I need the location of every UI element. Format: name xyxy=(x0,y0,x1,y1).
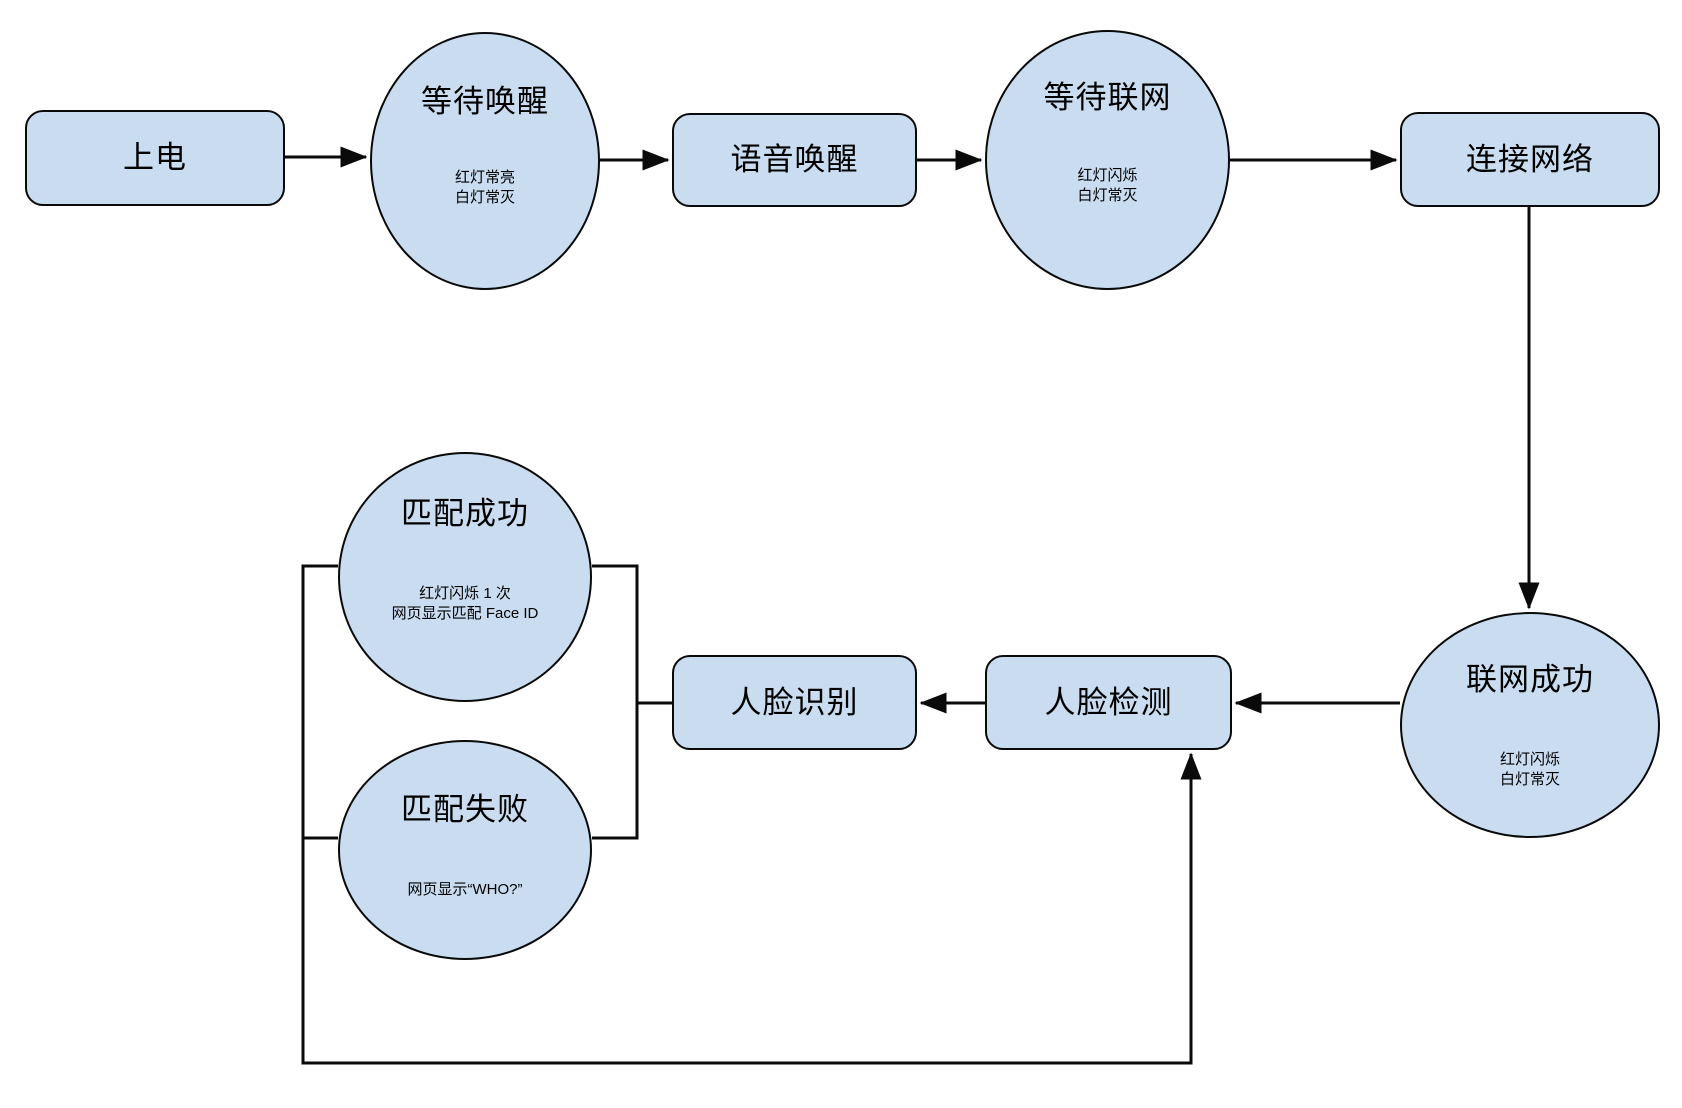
node-power-on-label: 上电 xyxy=(123,140,187,176)
node-power-on[interactable]: 上电 xyxy=(25,110,285,206)
node-match-success-sub: 红灯闪烁 1 次 网页显示匹配 Face ID xyxy=(391,584,539,622)
node-face-detect[interactable]: 人脸检测 xyxy=(985,655,1232,750)
node-match-success-label: 匹配成功 xyxy=(401,496,529,531)
node-network-success-sub: 红灯闪烁 白灯常灭 xyxy=(1499,750,1560,788)
node-face-recognize[interactable]: 人脸识别 xyxy=(672,655,917,750)
edge-face-recognize-branch xyxy=(592,564,672,705)
node-wait-network[interactable]: 等待联网 红灯闪烁 白灯常灭 xyxy=(985,30,1230,290)
node-network-success-label: 联网成功 xyxy=(1466,662,1594,697)
node-match-fail[interactable]: 匹配失败 网页显示“WHO?” xyxy=(338,740,592,960)
node-match-success[interactable]: 匹配成功 红灯闪烁 1 次 网页显示匹配 Face ID xyxy=(338,452,592,702)
node-face-recognize-label: 人脸识别 xyxy=(730,684,859,720)
node-connect-network-label: 连接网络 xyxy=(1466,141,1594,177)
node-wait-wake[interactable]: 等待唤醒 红灯常亮 白灯常灭 xyxy=(370,32,600,290)
node-voice-wake[interactable]: 语音唤醒 xyxy=(672,113,917,207)
edge-match-left-bracket xyxy=(301,564,338,840)
node-connect-network[interactable]: 连接网络 xyxy=(1400,112,1660,207)
node-wait-wake-label: 等待唤醒 xyxy=(421,84,549,119)
edge-face-recognize-branch-fail xyxy=(592,703,639,840)
node-voice-wake-label: 语音唤醒 xyxy=(730,142,859,178)
node-match-fail-sub: 网页显示“WHO?” xyxy=(407,880,523,898)
node-face-detect-label: 人脸检测 xyxy=(1044,684,1173,720)
node-match-fail-label: 匹配失败 xyxy=(401,792,529,827)
node-wait-network-label: 等待联网 xyxy=(1043,80,1172,115)
node-wait-wake-sub: 红灯常亮 白灯常灭 xyxy=(454,168,515,206)
node-wait-network-sub: 红灯闪烁 白灯常灭 xyxy=(1077,166,1138,204)
node-network-success[interactable]: 联网成功 红灯闪烁 白灯常灭 xyxy=(1400,612,1660,838)
